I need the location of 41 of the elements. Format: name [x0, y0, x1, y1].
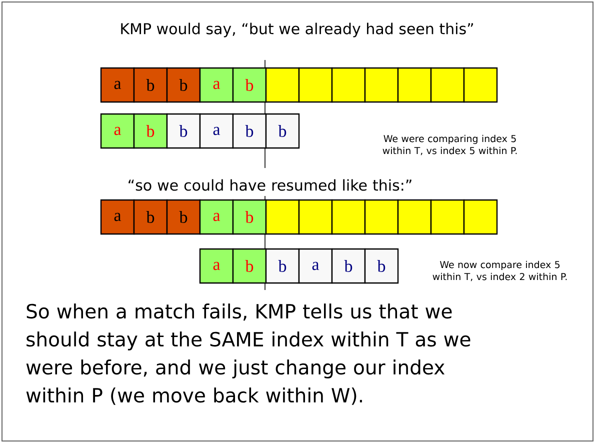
- letter-cell: b: [166, 113, 201, 149]
- letter-cell: b: [331, 248, 366, 284]
- letter-cell: a: [100, 67, 135, 103]
- empty-cell: [265, 67, 300, 103]
- letter-cell: a: [199, 199, 234, 235]
- title: KMP would say, “but we already had seen this”: [121, 22, 473, 38]
- empty-cell: [430, 67, 465, 103]
- letter-cell: b: [265, 248, 300, 284]
- letter-cell: a: [298, 248, 333, 284]
- empty-cell: [331, 67, 366, 103]
- empty-cell: [331, 199, 366, 235]
- empty-cell: [298, 67, 333, 103]
- subheading: “so we could have resumed like this:”: [128, 179, 412, 191]
- letter-cell: b: [232, 199, 267, 235]
- empty-cell: [298, 199, 333, 235]
- letter-cell: a: [100, 199, 135, 235]
- letter-cell: b: [364, 248, 399, 284]
- empty-cell: [397, 67, 432, 103]
- paragraph: So when a match fails, KMP tells us that we should stay at the SAME index within T as we were before, and we just change our index within P (we move back within W).: [26, 304, 470, 405]
- letter-cell: b: [232, 248, 267, 284]
- letter-cell: b: [133, 199, 168, 235]
- letter-cell: b: [232, 67, 267, 103]
- letter-cell: b: [265, 113, 300, 149]
- empty-cell: [430, 199, 465, 235]
- empty-cell: [265, 199, 300, 235]
- letter-cell: a: [199, 248, 234, 284]
- note: We now compare index 5 within T, vs index 2 within P.: [432, 260, 567, 282]
- empty-cell: [364, 199, 399, 235]
- letter-cell: a: [199, 113, 234, 149]
- empty-cell: [364, 67, 399, 103]
- letter-cell: a: [199, 67, 234, 103]
- empty-cell: [463, 199, 498, 235]
- empty-cell: [463, 67, 498, 103]
- letter-cell: b: [166, 67, 201, 103]
- letter-cell: b: [133, 67, 168, 103]
- letter-cell: b: [232, 113, 267, 149]
- note: We were comparing index 5 within T, vs index 5 within P.: [382, 134, 517, 156]
- letter-cell: a: [100, 113, 135, 149]
- letter-cell: b: [133, 113, 168, 149]
- empty-cell: [397, 199, 432, 235]
- letter-cell: b: [166, 199, 201, 235]
